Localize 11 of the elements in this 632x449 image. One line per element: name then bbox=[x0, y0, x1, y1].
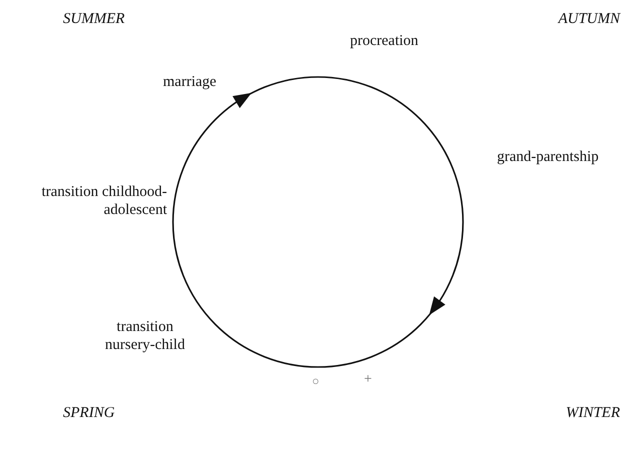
symbol-label: ○ bbox=[312, 373, 320, 390]
season-label: WINTER bbox=[566, 404, 620, 422]
symbol-label: + bbox=[364, 371, 372, 389]
stage-label: transition nursery-child bbox=[104, 318, 186, 354]
season-label: AUTUMN bbox=[558, 10, 620, 28]
season-label: SUMMER bbox=[63, 10, 125, 28]
stage-label: grand-parentship bbox=[497, 148, 599, 166]
stage-label: transition childhood-adolescent bbox=[40, 183, 167, 219]
stage-label: marriage bbox=[163, 73, 216, 91]
season-label: SPRING bbox=[63, 404, 115, 422]
stage-label: procreation bbox=[350, 32, 418, 50]
